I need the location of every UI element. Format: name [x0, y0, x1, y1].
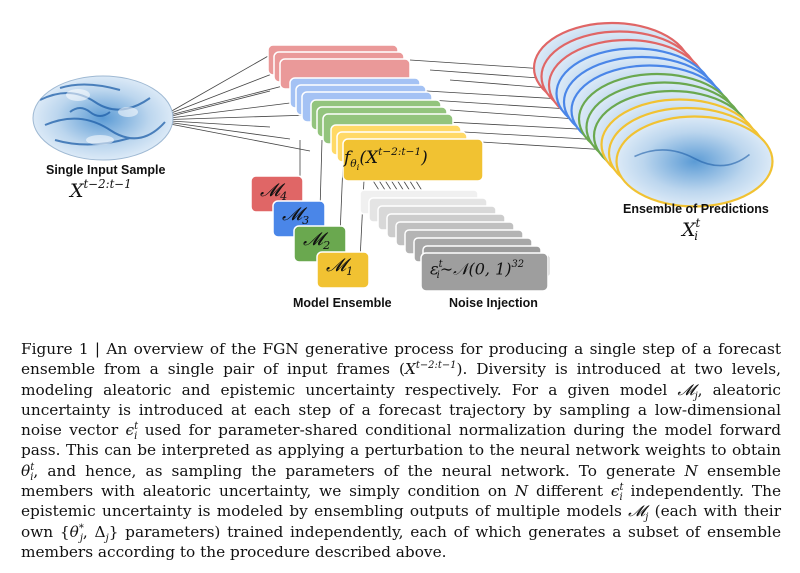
prediction-swirl	[634, 149, 750, 167]
input-connector	[169, 120, 271, 128]
model-4-label: 𝓜4	[260, 180, 288, 203]
input-connector	[169, 114, 311, 120]
network-layers	[267, 44, 484, 182]
prediction-map	[615, 115, 774, 208]
input-connector	[169, 122, 291, 140]
noise-math: εti∼𝒩(0, 1)32	[430, 259, 525, 281]
model-ensemble-label: Model Ensemble	[293, 296, 392, 310]
ensemble-label: Ensemble of Predictions	[623, 202, 769, 216]
input-connector	[169, 123, 311, 152]
figure-graphic	[32, 21, 774, 292]
input-math: Xt−2:t−1	[70, 177, 132, 202]
figure-caption: Figure 1 | An overview of the FGN genera…	[21, 340, 782, 561]
input-connector	[169, 102, 291, 119]
model-block-1	[316, 251, 370, 289]
input-label: Single Input Sample	[46, 163, 166, 177]
noise-stack	[359, 189, 551, 292]
model-2-label: 𝓜2	[303, 229, 331, 252]
model-1-label: 𝓜1	[326, 255, 354, 278]
prediction-stack	[532, 21, 774, 208]
output-connector	[449, 109, 591, 121]
function-label: fθi(Xt−2:t−1)	[344, 146, 428, 172]
layer-plate	[342, 138, 484, 182]
output-connector	[429, 99, 585, 111]
model-stack	[250, 175, 370, 289]
input-connector	[169, 54, 271, 113]
output-math: Xti	[682, 216, 701, 243]
input-connector	[169, 90, 271, 117]
model-3-label: 𝓜3	[282, 204, 310, 227]
noise-label: Noise Injection	[449, 296, 538, 310]
input-globe	[32, 75, 174, 161]
model-connector	[319, 139, 323, 211]
figure-diagram: Single Input Sample Xt−2:t−1 fθi(Xt−2:t−…	[32, 21, 774, 310]
noise-front-plate	[420, 252, 549, 292]
